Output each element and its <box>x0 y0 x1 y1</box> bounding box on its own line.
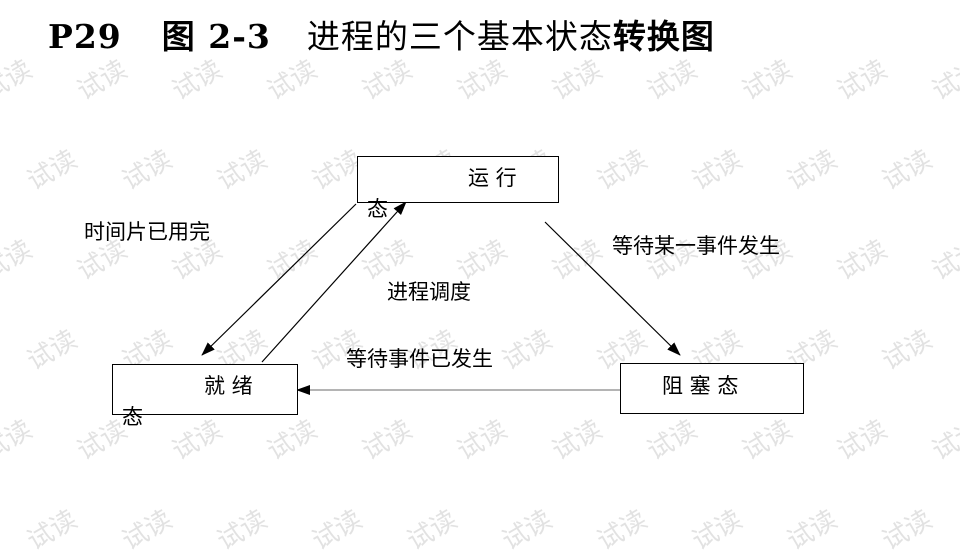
ready-state-label: 就 绪 <box>204 374 253 398</box>
transition-arrows <box>201 201 681 395</box>
running-state-label: 运 行 <box>468 166 517 190</box>
slide-title: P29 图 2-3 进程的三个基本状态转换图 <box>48 10 715 58</box>
title-text: 进程的三个基本状态 <box>306 17 613 56</box>
running-state-box <box>357 156 559 203</box>
title-text-bold: 转换图 <box>612 17 715 56</box>
blocked-state-box <box>620 363 804 414</box>
wait-event-label: 等待某一事件发生 <box>612 234 780 258</box>
blocked-state-label: 阻 塞 态 <box>662 374 739 398</box>
arrow-running-to-ready <box>201 203 357 356</box>
page-number: P29 <box>48 17 122 56</box>
event-done-label: 等待事件已发生 <box>346 347 493 371</box>
dispatch-label: 进程调度 <box>387 280 471 304</box>
ready-state-box <box>112 364 298 415</box>
running-state-label-wrap: 态 <box>367 197 388 221</box>
time-slice-label: 时间片已用完 <box>84 220 210 244</box>
ready-state-label-wrap: 态 <box>122 405 143 429</box>
arrow-running-to-blocked <box>544 221 681 356</box>
figure-number: 图 2-3 <box>161 17 271 56</box>
arrow-ready-to-running <box>261 201 407 363</box>
